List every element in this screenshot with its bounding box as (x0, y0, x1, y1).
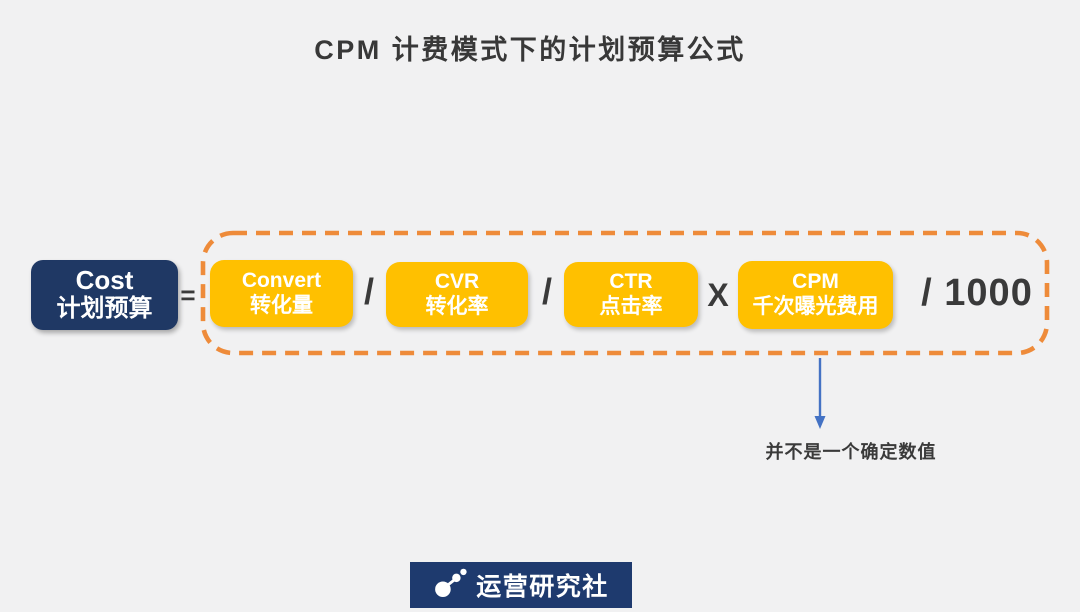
cvr-label-zh: 转化率 (425, 294, 489, 318)
page-title: CPM 计费模式下的计划预算公式 (314, 35, 746, 65)
convert-label-zh: 转化量 (250, 293, 313, 317)
cpm-annotation-text: 并不是一个确定数值 (765, 442, 937, 462)
cpm-label-en: CPM (792, 270, 839, 294)
ctr-label-zh: 点击率 (599, 294, 663, 318)
cost-result-box: Cost 计划预算 (31, 260, 178, 330)
divide-operator-2: / (541, 271, 552, 312)
down-arrow-icon (814, 358, 826, 429)
equals-operator: = (180, 280, 196, 310)
cpm-label-zh: 千次曝光费用 (752, 295, 879, 319)
brand-name: 运营研究社 (476, 573, 609, 601)
ctr-label-en: CTR (609, 269, 653, 293)
convert-term-box: Convert 转化量 (210, 260, 353, 327)
divide-operator-1: / (363, 271, 374, 312)
multiply-operator: X (707, 277, 729, 313)
cpm-term-box: CPM 千次曝光费用 (738, 261, 893, 329)
cost-label-zh: 计划预算 (56, 294, 153, 322)
convert-label-en: Convert (241, 268, 322, 292)
formula-dashed-frame (200, 230, 1050, 356)
cvr-label-en: CVR (434, 269, 480, 293)
divide-by-1000-label: / 1000 (921, 272, 1033, 314)
cvr-term-box: CVR 转化率 (386, 262, 528, 327)
cost-label-en: Cost (75, 265, 134, 296)
ctr-term-box: CTR 点击率 (564, 262, 698, 327)
brand-footer: 运营研究社 (410, 562, 632, 608)
connected-dots-logo-icon (435, 568, 467, 598)
